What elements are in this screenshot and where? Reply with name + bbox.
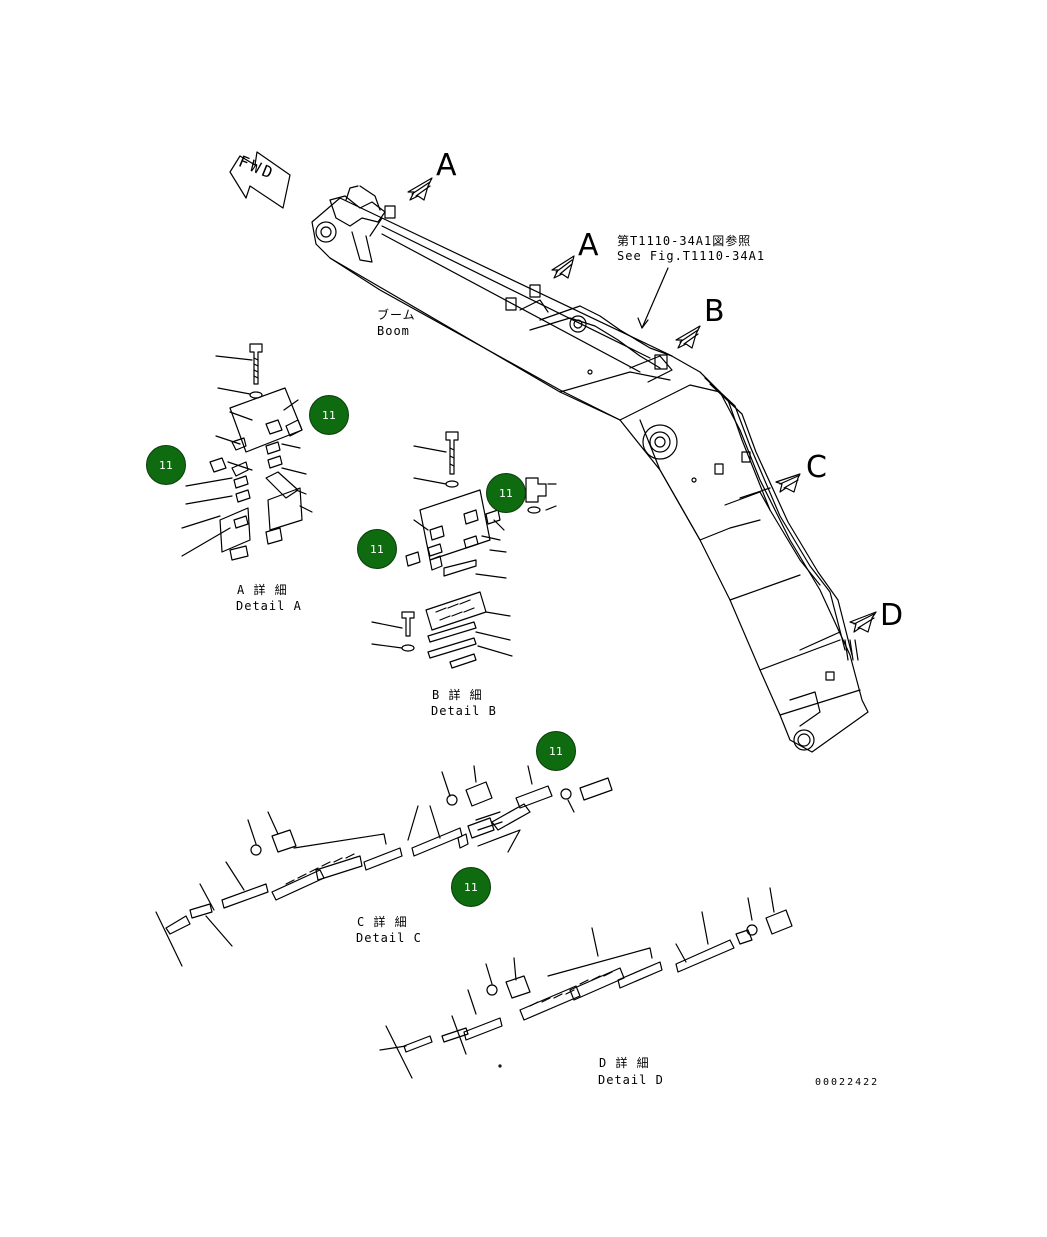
detail-d-parts: [379, 887, 793, 1079]
detail-d-title-en: Detail D: [598, 1073, 664, 1087]
boom-body: [311, 185, 869, 753]
detail-d-title-jp: D 詳 細: [599, 1056, 650, 1070]
detail-a-parts: [181, 343, 313, 561]
detail-b-parts: [371, 431, 557, 669]
callout-11-detail-c-top[interactable]: 11: [536, 731, 576, 771]
callout-11-detail-b-right[interactable]: 11: [486, 473, 526, 513]
boom-label-jp: ブーム: [377, 308, 416, 322]
view-arrow-c-icon: [775, 473, 801, 493]
detail-a-title-en: Detail A: [236, 599, 302, 613]
view-arrow-d-icon: [849, 611, 877, 633]
detail-c-parts: [155, 765, 613, 967]
detail-c-title-jp: C 詳 細: [357, 915, 408, 929]
view-label-b: B: [704, 294, 725, 329]
detail-c-title-en: Detail C: [356, 931, 422, 945]
callout-11-detail-a-left[interactable]: 11: [146, 445, 186, 485]
callout-11-detail-b-left[interactable]: 11: [357, 529, 397, 569]
view-label-a1: A: [436, 148, 457, 183]
detail-b-title-jp: B 詳 細: [432, 688, 483, 702]
detail-a-title-jp: A 詳 細: [237, 583, 288, 597]
view-label-c: C: [806, 450, 827, 485]
view-arrow-b-icon: [675, 325, 701, 349]
reference-note-en: See Fig.T1110-34A1: [617, 249, 766, 263]
view-label-a2: A: [578, 228, 599, 263]
view-arrow-a1-icon: [407, 177, 433, 201]
fwd-arrow-icon: [229, 151, 291, 209]
callout-11-detail-c-bottom[interactable]: 11: [451, 867, 491, 907]
boom-label-en: Boom: [377, 324, 410, 338]
callout-11-detail-a-right[interactable]: 11: [309, 395, 349, 435]
detail-b-title-en: Detail B: [431, 704, 497, 718]
view-arrow-a2-icon: [551, 255, 575, 279]
reference-note-jp: 第T1110-34A1図参照: [617, 234, 752, 248]
drawing-number: 00022422: [815, 1077, 880, 1088]
view-label-d: D: [880, 598, 904, 633]
